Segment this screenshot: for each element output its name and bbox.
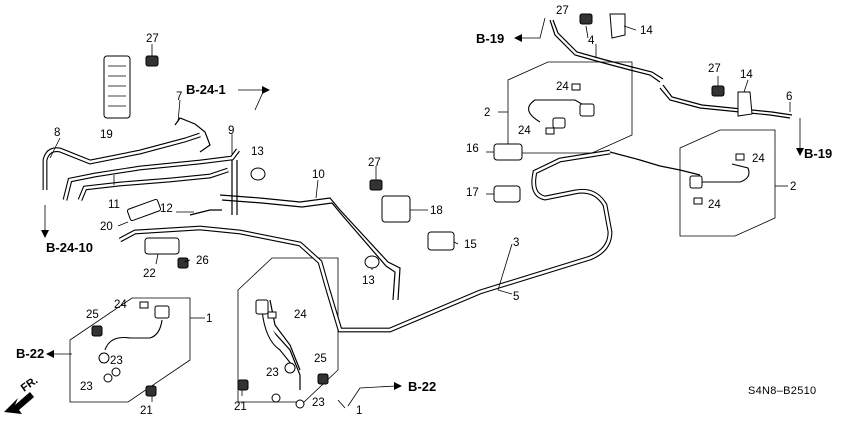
ref-b19-right: B-19 [804,146,832,161]
label-25-a: 25 [86,309,99,321]
front-direction-arrow [4,392,34,414]
label-24-d: 24 [708,199,721,211]
label-1-b: 1 [356,405,362,417]
brake-hose-rear-center [528,99,595,129]
label-7: 7 [176,91,182,103]
label-15: 15 [464,239,477,251]
label-11: 11 [108,199,120,211]
bolt-21-b [237,379,249,391]
label-21-b: 21 [234,401,247,413]
ref-b22-right: B-22 [408,379,436,394]
ref-b24-1: B-24-1 [186,82,226,97]
bolt-27-b [369,179,383,191]
part-labels: 27 19 7 8 9 13 10 11 12 20 22 26 27 18 1… [54,5,796,417]
label-27-b: 27 [368,157,381,169]
bolt-25-a [91,325,103,337]
ref-b22-left: B-22 [16,346,44,361]
leader-lines [49,25,791,402]
label-22: 22 [143,268,156,280]
label-9: 9 [228,125,234,137]
bolt-25-b [317,373,329,385]
bracket-14-b [737,91,753,117]
label-1-a: 1 [206,313,212,325]
label-21-a: 21 [140,405,153,417]
label-8: 8 [54,127,60,139]
label-10: 10 [312,169,325,181]
diagram-code: S4N8–B2510 [748,385,816,397]
front-direction-label: FR. [19,374,40,394]
ref-b24-10: B-24-10 [46,240,93,255]
label-24-b: 24 [518,125,531,137]
bolt-27-d [711,85,725,97]
label-23-c: 23 [266,367,279,379]
bracket-19 [103,55,131,119]
label-6: 6 [786,91,792,103]
clips-24 [139,83,745,319]
label-3: 3 [513,237,519,249]
label-5: 5 [513,291,519,303]
label-17: 17 [466,187,479,199]
label-18: 18 [430,205,443,217]
label-24-c: 24 [752,153,765,165]
joint-22 [144,237,180,255]
label-20: 20 [100,221,113,233]
pad-20 [126,198,162,222]
ref-arrows [41,17,804,407]
bolt-27-c [579,13,593,25]
label-24-a: 24 [556,81,569,93]
bracket-16 [493,143,523,161]
group-box-rear-right [679,129,776,237]
washers-23 [103,367,305,409]
brake-hose-front-left [98,305,170,364]
label-4: 4 [588,35,595,47]
label-12: 12 [160,203,173,215]
reference-labels: B-19 B-24-1 B-24-10 B-19 B-22 B-22 [16,31,832,394]
label-27-a: 27 [146,33,159,45]
brake-pipe-bundle [42,19,793,390]
bolt-21-a [145,385,157,397]
label-27-c: 27 [556,5,569,17]
clip-13-a [250,167,266,181]
label-23-a: 23 [110,355,123,367]
brake-hose-front-right [255,299,296,374]
bracket-17 [493,185,521,203]
label-2-b: 2 [790,181,796,193]
bracket-15 [427,231,455,251]
label-14-b: 14 [740,69,753,81]
group-box-front-right [237,257,346,409]
label-26: 26 [196,255,209,267]
bolt-26 [177,257,189,269]
brake-hose-rear-right [689,163,750,189]
label-24-f: 24 [294,309,307,321]
label-23-d: 23 [312,397,325,409]
label-16: 16 [466,143,479,155]
label-19: 19 [100,129,113,141]
clip-13-b [364,255,380,269]
label-27-d: 27 [708,63,721,75]
label-2-a: 2 [484,107,490,119]
label-25-b: 25 [314,353,327,365]
ref-b19-top: B-19 [476,31,504,46]
group-box-front-left [69,297,205,403]
label-24-e: 24 [114,299,127,311]
bracket-18 [381,195,411,223]
bolt-27-a [145,55,159,67]
label-13-a: 13 [251,146,264,158]
label-23-b: 23 [80,381,93,393]
bracket-14-a [609,13,626,39]
label-13-b: 13 [362,275,375,287]
label-14-a: 14 [640,25,653,37]
